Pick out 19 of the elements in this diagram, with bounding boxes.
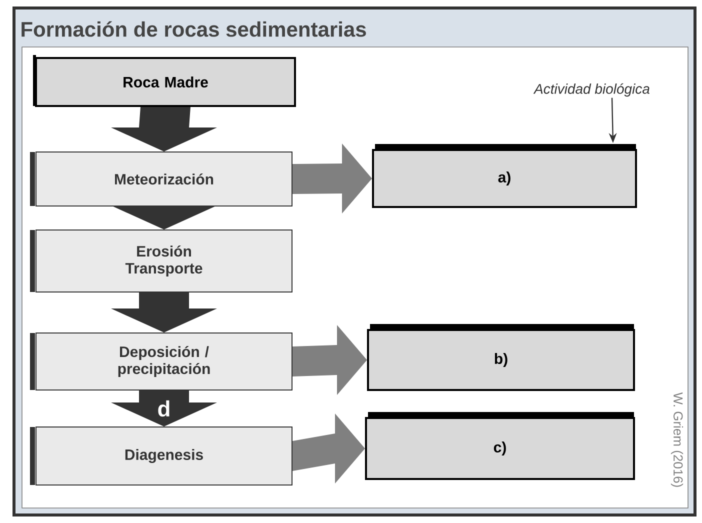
answer-box: a) bbox=[372, 144, 637, 208]
block-arrow bbox=[111, 206, 217, 230]
process-box: Erosión Transporte bbox=[30, 230, 292, 292]
title: Formación de rocas sedimentarias bbox=[22, 21, 366, 37]
process-box: Diagenesis bbox=[30, 426, 292, 486]
edge-label: d bbox=[158, 400, 170, 417]
answer-box: c) bbox=[365, 412, 635, 480]
process-box: Deposición / precipitación bbox=[30, 332, 292, 390]
note-text: Actividad biológica bbox=[533, 83, 650, 97]
answer-box: b) bbox=[367, 324, 635, 391]
block-arrow bbox=[111, 390, 217, 426]
block-arrow bbox=[292, 325, 367, 395]
process-box: Roca Madre bbox=[33, 55, 296, 107]
block-arrow bbox=[292, 414, 365, 484]
block-arrow bbox=[111, 292, 217, 332]
credit-text: W. Griem (2016) bbox=[670, 392, 684, 487]
process-box: Meteorización bbox=[30, 152, 292, 206]
block-arrow bbox=[292, 144, 372, 214]
block-arrow bbox=[111, 107, 217, 152]
